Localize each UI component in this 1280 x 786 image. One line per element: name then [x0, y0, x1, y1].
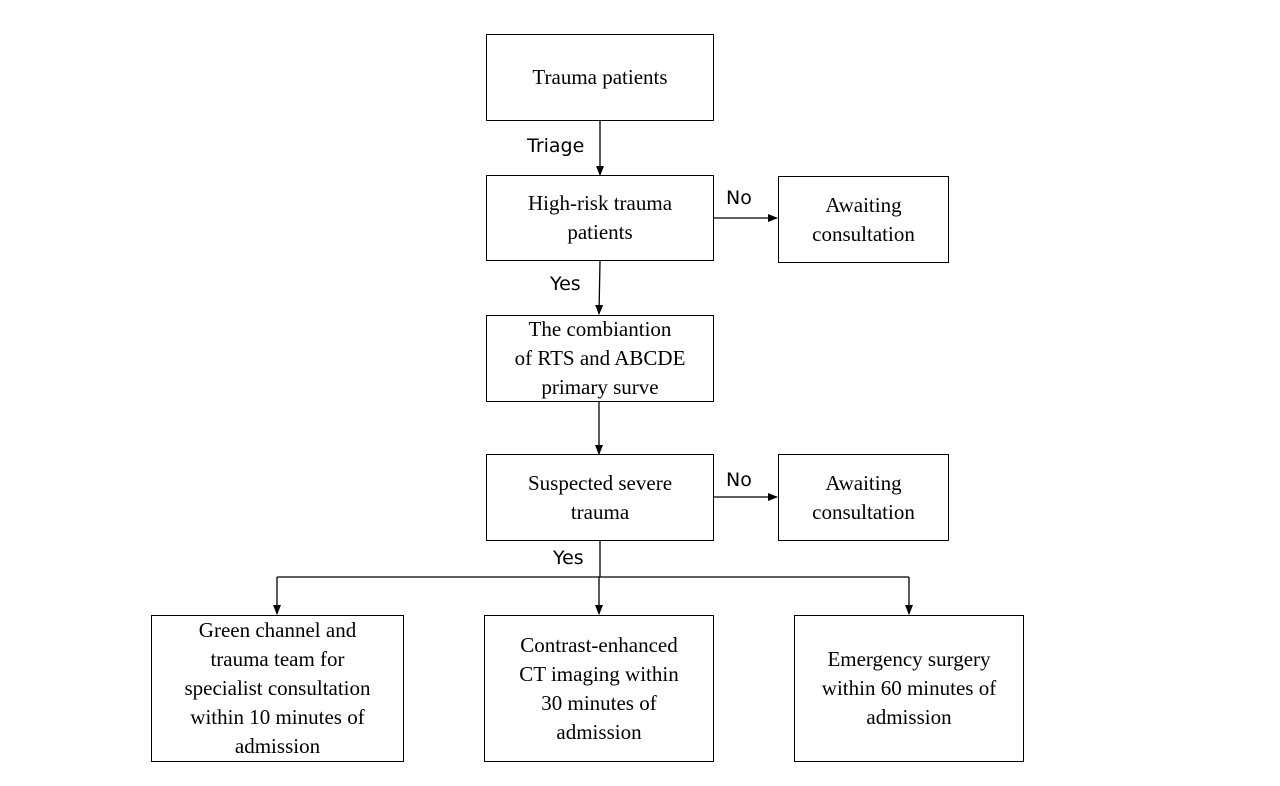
node-awaiting-consultation-1: Awaiting consultation: [778, 176, 949, 263]
node-emergency-surgery: Emergency surgery within 60 minutes of a…: [794, 615, 1024, 762]
node-awaiting-consultation-2: Awaiting consultation: [778, 454, 949, 541]
edge-label-no-1: No: [726, 187, 752, 209]
node-emergency-surgery-label: Emergency surgery within 60 minutes of a…: [821, 647, 997, 729]
node-high-risk-trauma-patients: High-risk trauma patients: [486, 175, 714, 261]
node-trauma-patients-label: Trauma patients: [532, 65, 668, 89]
edge-label-triage: Triage: [527, 135, 585, 157]
node-green-channel: Green channel and trauma team for specia…: [151, 615, 404, 762]
node-suspected-severe-trauma: Suspected severe trauma: [486, 454, 714, 541]
node-combination-label: The combiantion of RTS and ABCDE primary…: [514, 317, 686, 399]
edge-label-yes-2: Yes: [553, 547, 584, 569]
node-awaiting-2-label: Awaiting consultation: [812, 470, 915, 524]
node-trauma-patients: Trauma patients: [486, 34, 714, 121]
node-ct-imaging: Contrast-enhanced CT imaging within 30 m…: [484, 615, 714, 762]
node-rts-abcde-combination: The combiantion of RTS and ABCDE primary…: [486, 315, 714, 402]
edge-label-yes-1: Yes: [550, 273, 581, 295]
arrow-yes-1: [595, 260, 604, 315]
node-ct-imaging-label: Contrast-enhanced CT imaging within 30 m…: [519, 632, 679, 744]
node-suspected-severe-label: Suspected severe trauma: [527, 470, 673, 524]
edge-label-no-2: No: [726, 469, 752, 491]
node-high-risk-label: High-risk trauma patients: [527, 191, 673, 244]
node-green-channel-label: Green channel and trauma team for specia…: [184, 618, 371, 758]
node-awaiting-1-label: Awaiting consultation: [812, 192, 915, 246]
